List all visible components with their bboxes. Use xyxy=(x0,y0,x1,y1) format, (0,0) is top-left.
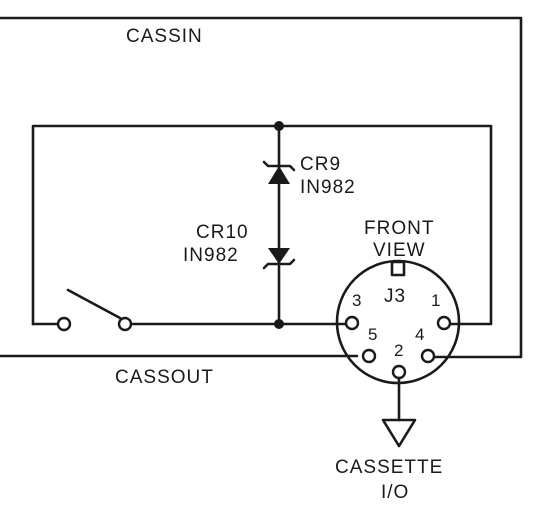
cassout-label: CASSOUT xyxy=(115,367,214,388)
pin-4-label: 4 xyxy=(415,325,424,344)
j3-label: J3 xyxy=(384,286,406,307)
pin-1-contact xyxy=(436,315,452,331)
cassette-label: CASSETTE xyxy=(335,457,443,478)
ground-symbol xyxy=(381,376,417,448)
pin-4-contact xyxy=(420,348,436,364)
top-rail-wire xyxy=(31,124,493,326)
cassin-wire xyxy=(0,16,523,359)
junction-dot-top xyxy=(274,121,284,131)
front-label: FRONT xyxy=(364,218,434,239)
cr10-part-label: IN982 xyxy=(183,245,239,266)
cassin-label: CASSIN xyxy=(126,26,203,47)
view-label: VIEW xyxy=(373,240,426,261)
cr10-zener-diode xyxy=(262,248,296,270)
cr9-part-label: IN982 xyxy=(300,177,356,198)
switch xyxy=(56,288,133,332)
switch-terminal-right xyxy=(117,316,133,332)
cr10-label: CR10 xyxy=(196,222,249,243)
switch-terminal-left xyxy=(56,316,72,332)
junction-dot-bottom xyxy=(274,319,284,329)
j3-din-connector xyxy=(335,259,461,385)
pin-3-label: 3 xyxy=(352,291,361,310)
pin-2-contact xyxy=(391,364,407,380)
pin-5-label: 5 xyxy=(368,325,377,344)
cr9-zener-diode xyxy=(262,160,296,184)
pin-2-label: 2 xyxy=(394,341,403,360)
pin-1-label: 1 xyxy=(431,291,440,310)
cr9-label: CR9 xyxy=(300,154,341,175)
pin-5-contact xyxy=(361,348,377,364)
pin-3-contact xyxy=(344,315,360,331)
io-label: I/O xyxy=(381,482,409,503)
